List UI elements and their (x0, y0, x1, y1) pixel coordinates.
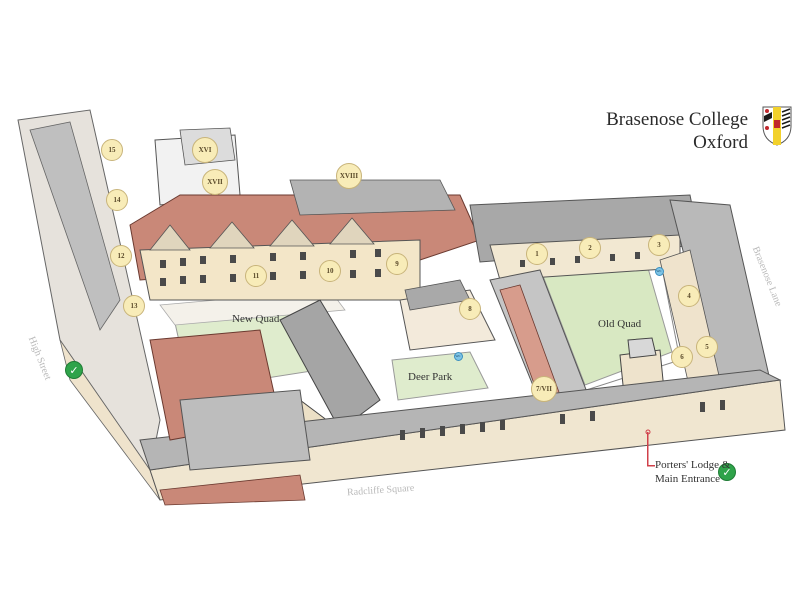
deer-park-label: Deer Park (408, 371, 453, 383)
marker-14[interactable]: 14 (106, 189, 128, 211)
marker-6[interactable]: 6 (671, 346, 693, 368)
crest-icon (762, 106, 792, 146)
title-line-1: Brasenose College (606, 109, 748, 130)
marker-13[interactable]: 13 (123, 295, 145, 317)
title-line-2: Oxford (693, 132, 748, 153)
marker-xvi[interactable]: XVI (192, 137, 218, 163)
marker-4[interactable]: 4 (678, 285, 700, 307)
marker-12[interactable]: 12 (110, 245, 132, 267)
marker-15[interactable]: 15 (101, 139, 123, 161)
marker-5[interactable]: 5 (696, 336, 718, 358)
college-title: Brasenose College Oxford (606, 108, 748, 154)
old-quad-label: Old Quad (598, 318, 642, 330)
marker-3[interactable]: 3 (648, 234, 670, 256)
entrance-line-1: Porters' Lodge & (655, 459, 731, 471)
marker-10[interactable]: 10 (319, 260, 341, 282)
wc-icon-deer-park[interactable]: WC (453, 351, 463, 361)
check-icon-main-entrance[interactable]: ✓ (718, 463, 736, 481)
marker-1[interactable]: 1 (526, 243, 548, 265)
marker-11[interactable]: 11 (245, 265, 267, 287)
wc-icon-old-quad[interactable]: WC (654, 266, 664, 276)
marker-2[interactable]: 2 (579, 237, 601, 259)
marker-7-vii[interactable]: 7/VII (531, 376, 557, 402)
new-quad-label: New Quad (232, 313, 280, 325)
marker-9[interactable]: 9 (386, 253, 408, 275)
check-icon-high-street[interactable]: ✓ (65, 361, 83, 379)
porters-lodge-label: Porters' Lodge & Main Entrance (655, 458, 730, 486)
entrance-line-2: Main Entrance (655, 473, 721, 485)
marker-xviii[interactable]: XVIII (336, 163, 362, 189)
marker-xvii[interactable]: XVII (202, 169, 228, 195)
marker-8[interactable]: 8 (459, 298, 481, 320)
deer-park-lawn (391, 351, 489, 401)
